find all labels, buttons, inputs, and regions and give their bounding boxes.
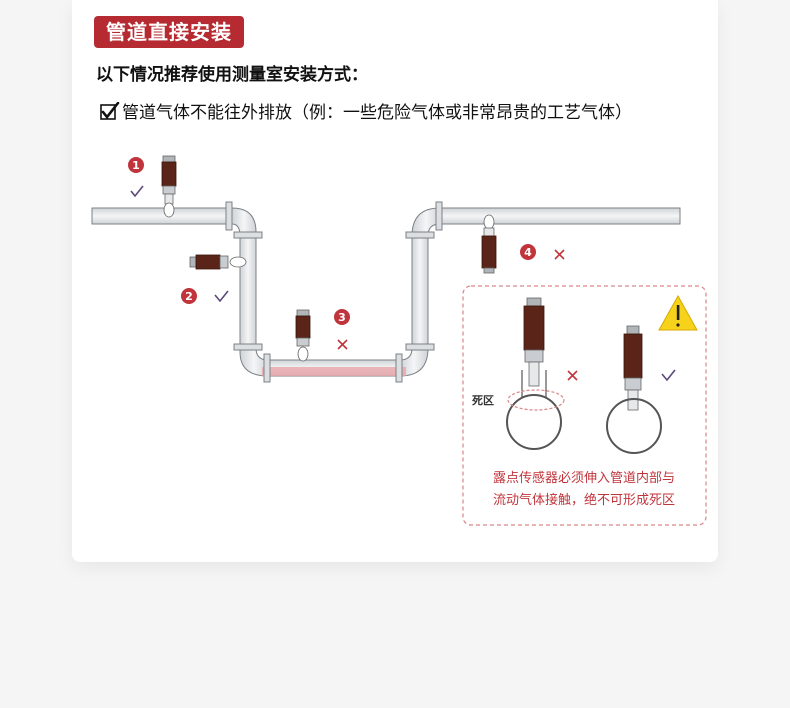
section-title-badge: 管道直接安装 <box>94 16 244 48</box>
svg-text:4: 4 <box>524 246 532 259</box>
svg-text:1: 1 <box>132 159 140 172</box>
pipe-flanges <box>225 201 443 383</box>
inset-sensor-correct <box>606 325 662 454</box>
sensor-position-2 <box>189 254 247 270</box>
number-badge-4: 4 <box>520 244 536 260</box>
warning-icon <box>658 294 698 331</box>
condensate-liquid <box>262 367 406 376</box>
number-badge-3: 3 <box>334 309 350 325</box>
content-card <box>72 0 718 562</box>
sensor-position-4 <box>481 214 497 274</box>
inset-note-line-2: 流动气体接触，绝不可形成死区 <box>492 493 675 508</box>
cross-icon <box>337 339 348 350</box>
check-icon <box>214 290 229 303</box>
cross-icon <box>554 249 565 260</box>
svg-text:2: 2 <box>185 290 193 303</box>
number-badge-1: 1 <box>128 157 144 173</box>
condition-item: 管道气体不能往外排放（例：一些危险气体或非常昂贵的工艺气体） <box>100 98 632 123</box>
condition-text: 管道气体不能往外排放（例：一些危险气体或非常昂贵的工艺气体） <box>122 103 632 123</box>
checkbox-check-icon <box>100 101 120 120</box>
inset-sensor-dead-zone <box>506 297 565 450</box>
number-badge-2: 2 <box>181 288 197 304</box>
sensor-position-3 <box>295 309 311 362</box>
inset-box <box>462 285 707 526</box>
check-icon <box>661 369 676 382</box>
svg-text:3: 3 <box>338 311 346 324</box>
cross-icon <box>567 370 578 381</box>
sensor-position-1 <box>161 155 177 218</box>
dead-zone-label: 死区 <box>472 394 494 407</box>
inset-note: 露点传感器必须伸入管道内部与 流动气体接触，绝不可形成死区 <box>466 468 702 512</box>
pipeline <box>91 207 681 377</box>
check-icon <box>130 185 144 198</box>
inset-note-line-1: 露点传感器必须伸入管道内部与 <box>492 471 675 486</box>
section-subtitle: 以下情况推荐使用测量室安装方式： <box>96 65 368 85</box>
